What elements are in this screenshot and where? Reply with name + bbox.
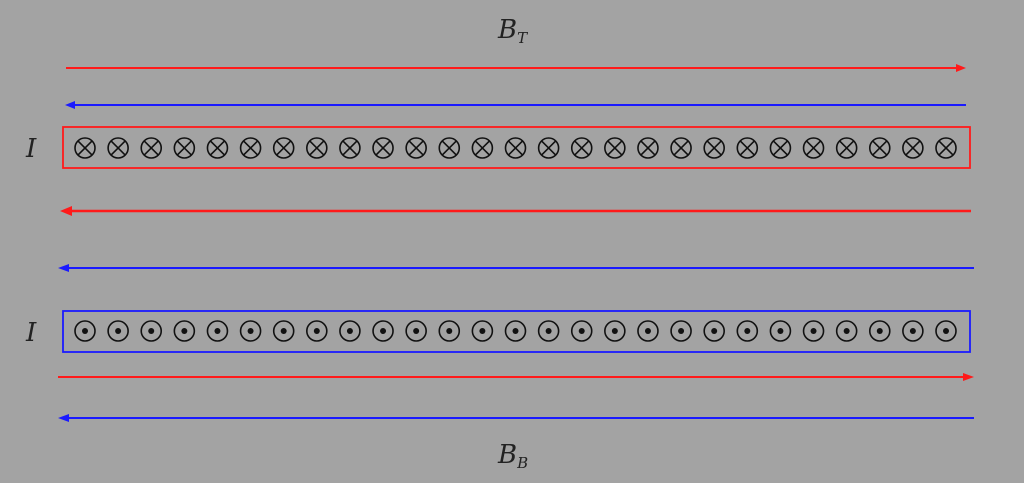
bottom-conductor: [868, 320, 891, 342]
bottom-conductor: [206, 320, 229, 342]
bottom-conductor: [537, 320, 560, 342]
field-line-middle-blue: [58, 264, 974, 272]
top-conductor: [239, 137, 262, 159]
bottom-conductor: [306, 320, 328, 342]
bottom-conductor: [74, 320, 96, 342]
bottom-conductor: [604, 320, 626, 342]
top-conductor: [902, 137, 924, 159]
bottom-current-sheet: [62, 310, 971, 353]
top-conductor: [670, 137, 692, 159]
bottom-conductor: [935, 320, 957, 342]
bottom-conductor: [802, 320, 825, 342]
bottom-conductor: [769, 320, 792, 342]
field-lines: [58, 64, 974, 422]
bottom-conductor: [736, 320, 759, 342]
bottom-conductor: [902, 320, 924, 342]
bottom-conductor: [140, 320, 163, 342]
top-conductor: [835, 137, 858, 159]
field-line-middle-red: [60, 206, 971, 216]
top-conductors: [74, 137, 957, 159]
bottom-conductor: [835, 320, 858, 342]
top-conductor: [405, 137, 427, 159]
bottom-conductors: [74, 320, 957, 342]
top-conductor: [438, 137, 461, 159]
bottom-field-label-sub: B: [516, 454, 528, 472]
top-conductor: [570, 137, 593, 159]
top-conductor: [703, 137, 725, 159]
top-conductor: [504, 137, 527, 159]
bottom-conductor: [339, 320, 361, 342]
bottom-conductor: [504, 320, 527, 342]
bottom-field-label-base: B: [497, 440, 517, 470]
bottom-conductor: [570, 320, 593, 342]
field-line-top-red: [66, 64, 966, 72]
bottom-conductor: [637, 320, 659, 342]
bottom-conductor: [372, 320, 394, 342]
bottom-conductor: [471, 320, 494, 342]
field-line-bottom-blue: [58, 414, 974, 422]
top-conductor: [372, 137, 394, 159]
top-conductor: [339, 137, 361, 159]
top-field-label-base: B: [497, 15, 517, 45]
bottom-conductor: [670, 320, 692, 342]
bottom-conductor: [173, 320, 196, 342]
top-conductor: [802, 137, 825, 159]
bottom-conductor: [405, 320, 427, 342]
top-current-sheet: [62, 126, 971, 169]
top-conductor: [140, 137, 163, 159]
top-conductor: [769, 137, 792, 159]
field-line-top-blue: [65, 101, 966, 109]
top-conductor: [637, 137, 659, 159]
top-conductor: [868, 137, 891, 159]
top-conductor: [736, 137, 759, 159]
bottom-current-label: I: [25, 318, 37, 348]
top-conductor: [173, 137, 196, 159]
bottom-conductor: [438, 320, 461, 342]
bottom-conductor: [107, 320, 129, 342]
top-conductor: [107, 137, 129, 159]
bottom-conductor: [703, 320, 725, 342]
top-field-label: BT: [497, 15, 528, 47]
bottom-conductor: [239, 320, 262, 342]
top-conductor: [206, 137, 229, 159]
top-conductor: [306, 137, 328, 159]
top-field-label-sub: T: [517, 29, 528, 47]
field-line-bottom-red: [58, 373, 974, 381]
top-conductor: [537, 137, 560, 159]
bottom-field-label: BB: [497, 440, 528, 472]
top-conductor: [471, 137, 494, 159]
top-conductor: [272, 137, 295, 159]
bottom-conductor: [272, 320, 295, 342]
top-conductor: [604, 137, 626, 159]
top-conductor: [935, 137, 957, 159]
top-conductor: [74, 137, 96, 159]
top-current-label: I: [25, 134, 37, 164]
